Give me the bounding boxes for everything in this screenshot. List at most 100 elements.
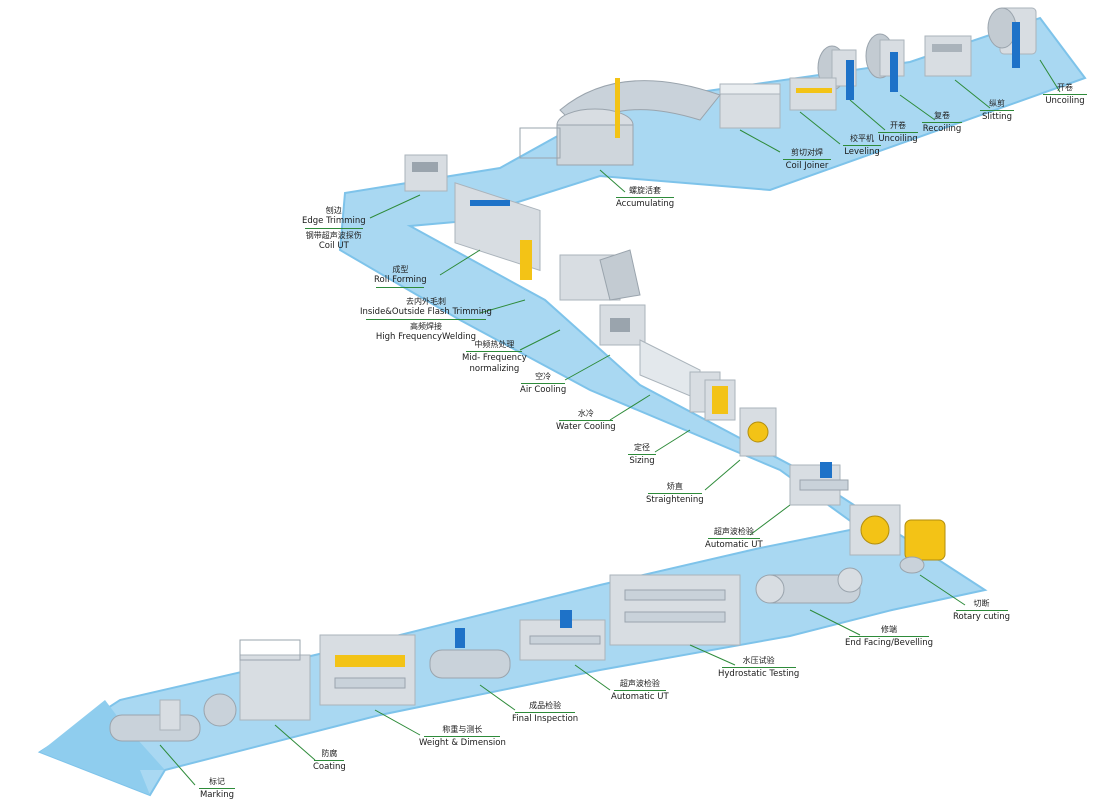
label-rule <box>1043 94 1087 95</box>
label-en: Automatic UT <box>705 540 763 550</box>
welding-machine <box>559 249 641 301</box>
label-rule <box>521 383 566 384</box>
ut-station-2 <box>519 610 606 661</box>
straightening-machine <box>739 407 777 457</box>
leveling-machine <box>789 77 837 111</box>
rotary-cutter <box>849 504 946 574</box>
label-cn: 高频焊接 <box>409 322 442 331</box>
label-cn: 校平机 <box>850 134 874 143</box>
label-hydrostatic-testing: 水压试验 Hydrostatic Testing <box>718 655 799 680</box>
label-en: Straightening <box>646 495 704 505</box>
recoiling-machine <box>865 33 905 92</box>
label-en: High FrequencyWelding <box>375 332 477 342</box>
label-cn: 中频热处理 <box>474 340 515 349</box>
label-cn: 开卷 <box>890 121 906 130</box>
label-cn: 水压试验 <box>742 656 775 665</box>
label-cn: 去内外毛刺 <box>405 297 446 306</box>
label-uncoiling-2: 开卷 Uncoiling <box>878 120 918 145</box>
label-en: Air Cooling <box>520 385 567 395</box>
label-cn: 修端 <box>881 625 898 634</box>
label-rule <box>783 159 831 160</box>
label-cn: 开卷 <box>1057 83 1073 92</box>
label-en: Automatic UT <box>611 692 669 702</box>
coil-joiner-machine <box>719 83 781 129</box>
label-rule <box>721 667 796 668</box>
label-en: Coil Joiner <box>785 161 829 171</box>
label-rule <box>980 110 1014 111</box>
coating-machine <box>203 639 311 727</box>
label-leveling: 校平机 Leveling <box>843 133 881 158</box>
label-cn: 空冷 <box>535 372 552 381</box>
label-en: Weight & Dimension <box>419 738 506 748</box>
ut-station-1 <box>789 462 849 506</box>
label-en: Water Cooling <box>556 422 616 432</box>
label-rule <box>466 351 523 352</box>
label-sizing: 定径 Sizing <box>628 442 656 467</box>
label-rotary-cuting: 切断 Rotary cuting <box>953 598 1010 623</box>
label-marking: 标记 Marking <box>199 776 235 800</box>
label-rule <box>515 712 576 713</box>
label-cn: 超声波检验 <box>619 679 660 688</box>
spiral-accumulator <box>519 78 721 166</box>
label-en: Roll Forming <box>374 275 427 285</box>
marking-machine <box>109 699 201 742</box>
label-rule <box>707 538 760 539</box>
label-rule <box>304 228 363 229</box>
label-edge-trimming: 刨边 Edge Trimming 钢带超声波探伤 Coil UT <box>302 205 366 252</box>
label-recoiling: 复卷 Recoiling <box>922 110 962 135</box>
label-cn: 成型 <box>392 265 409 274</box>
label-en: Marking <box>199 790 235 800</box>
roll-forming-machine <box>454 182 541 280</box>
label-rule <box>843 145 881 146</box>
label-cn: 称重与测长 <box>442 725 483 734</box>
label-cn: 钢带超声波探伤 <box>305 231 362 240</box>
label-straightening: 矫直 Straightening <box>646 481 704 506</box>
label-roll-forming: 成型 Roll Forming <box>374 264 427 289</box>
label-en: Sizing <box>629 456 655 466</box>
label-weight-dimension: 称重与测长 Weight & Dimension <box>419 724 506 749</box>
label-air-cooling: 空冷 Air Cooling <box>520 371 566 396</box>
label-en: Accumulating <box>616 199 675 209</box>
label-rule <box>849 636 930 637</box>
label-rule <box>376 287 425 288</box>
label-en: Coating <box>313 762 346 772</box>
label-en: Edge Trimming <box>302 216 366 226</box>
label-slitting: 纵剪 Slitting <box>980 98 1014 123</box>
weight-dimension-station <box>319 634 416 706</box>
label-cn: 纵剪 <box>989 99 1005 108</box>
label-en: Slitting <box>982 112 1012 122</box>
label-flash-trimming: 去内外毛刺 Inside&Outside Flash Trimming 高频焊接… <box>360 296 492 343</box>
label-uncoiling-1: 开卷 Uncoiling <box>1043 82 1087 107</box>
label-end-facing: 修端 End Facing/Bevelling <box>845 624 933 649</box>
final-inspection-station <box>429 628 511 679</box>
label-rule <box>955 610 1008 611</box>
label-cn: 水冷 <box>577 409 594 418</box>
label-coating: 防腐 Coating <box>313 748 346 773</box>
label-coil-joiner: 剪切对焊 Coil Joiner <box>783 147 831 172</box>
label-en: Mid- Frequency <box>462 353 527 363</box>
label-cn: 成品检验 <box>529 701 562 710</box>
label-accumulating: 螺旋活套 Accumulating <box>616 185 674 210</box>
edge-trimming-machine <box>404 154 448 192</box>
label-rule <box>314 760 345 761</box>
label-en: Leveling <box>844 147 880 157</box>
label-mf-normalizing: 中频热处理 Mid- Frequency normalizing <box>462 339 527 375</box>
leader-lines <box>159 59 1061 786</box>
label-en: Recoiling <box>922 124 962 134</box>
slitting-machine <box>924 35 972 77</box>
label-cn: 刨边 <box>325 206 342 215</box>
label-en: Coil UT <box>318 241 349 251</box>
label-rule <box>199 788 235 789</box>
label-en: Uncoiling <box>1045 96 1085 106</box>
label-cn: 防腐 <box>321 749 338 758</box>
label-cn: 螺旋活套 <box>629 186 662 195</box>
label-en: Inside&Outside Flash Trimming <box>360 307 492 317</box>
label-cn: 切断 <box>973 599 990 608</box>
label-final-inspection: 成品检验 Final Inspection <box>512 700 578 725</box>
label-rule <box>424 736 501 737</box>
label-cn: 定径 <box>634 443 650 452</box>
flow-arrow <box>40 700 165 795</box>
label-rule <box>613 690 666 691</box>
sizing-machine <box>704 379 736 421</box>
